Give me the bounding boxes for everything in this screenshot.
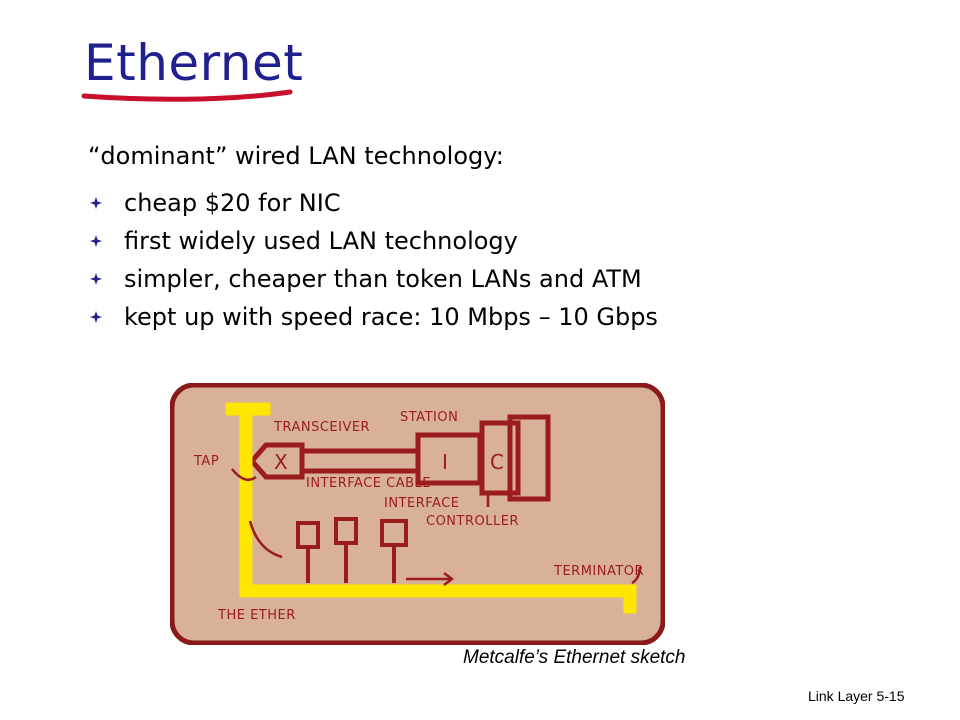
diamond-bullet-icon [90, 273, 102, 285]
bullet-text: first widely used LAN technology [124, 227, 518, 255]
bullet-item: cheap $20 for NIC [90, 184, 658, 222]
label-i: I [442, 450, 448, 474]
small-stations [296, 517, 408, 583]
controller-box [479, 420, 521, 496]
label-station: STATION [400, 410, 458, 425]
slide-title: Ethernet [84, 34, 304, 92]
label-controller: CONTROLLER [426, 514, 519, 529]
bullet-item: kept up with speed race: 10 Mbps – 10 Gb… [90, 298, 658, 336]
station-box [507, 414, 551, 502]
transceiver-box [248, 442, 305, 480]
label-interface-cable: INTERFACE CABLE [306, 476, 431, 491]
title-underline [81, 89, 293, 102]
bullet-text: simpler, cheaper than token LANs and ATM [124, 265, 642, 293]
sketch-caption: Metcalfe’s Ethernet sketch [463, 647, 686, 668]
label-c: C [490, 450, 504, 474]
label-tap: TAP [193, 454, 219, 469]
bullet-text: cheap $20 for NIC [124, 189, 341, 217]
slide-footer: Link Layer 5-15 [808, 688, 905, 704]
ethernet-sketch: TRANSCEIVER STATION TAP INTERFACE CABLE … [170, 383, 665, 645]
bullet-text: kept up with speed race: 10 Mbps – 10 Gb… [124, 303, 658, 331]
diamond-bullet-icon [90, 311, 102, 323]
label-ether: THE ETHER [217, 608, 296, 623]
intro-text: “dominant” wired LAN technology: [88, 142, 504, 170]
label-interface: INTERFACE [384, 496, 460, 511]
bullet-item: first widely used LAN technology [90, 222, 658, 260]
sketch-arrows [231, 468, 642, 586]
bullet-list: cheap $20 for NIC first widely used LAN … [90, 184, 658, 336]
label-x: X [274, 450, 288, 474]
diamond-bullet-icon [90, 197, 102, 209]
label-transceiver: TRANSCEIVER [273, 420, 370, 435]
sketch-frame [170, 383, 665, 645]
bullet-item: simpler, cheaper than token LANs and ATM [90, 260, 658, 298]
diamond-bullet-icon [90, 235, 102, 247]
ether-cable [225, 402, 637, 614]
label-terminator: TERMINATOR [553, 564, 644, 579]
